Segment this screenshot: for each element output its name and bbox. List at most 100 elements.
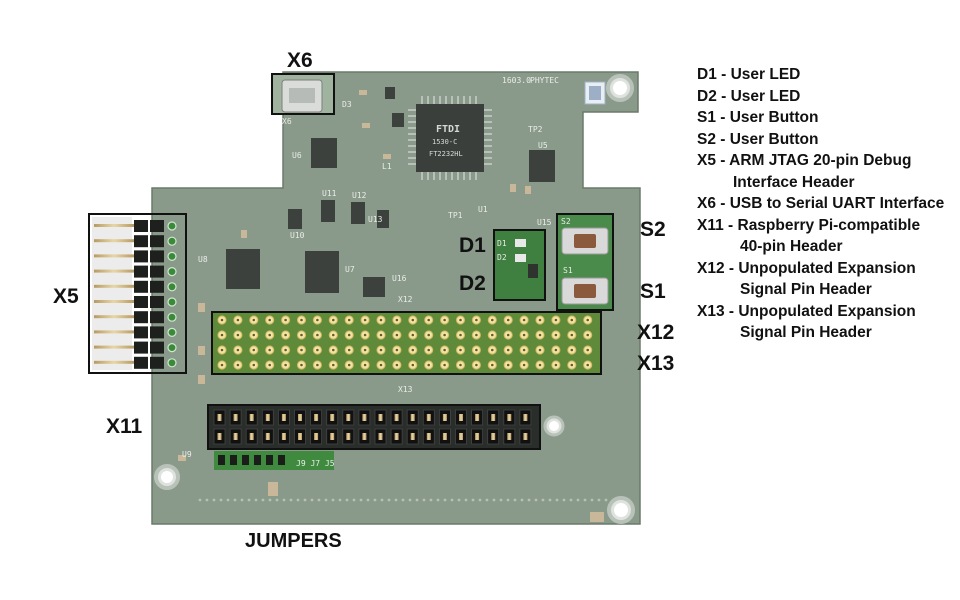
expansion-pad-hole xyxy=(363,348,367,352)
expansion-pad-hole xyxy=(570,318,574,322)
silk-dot xyxy=(604,498,608,502)
silk-dot xyxy=(226,498,230,502)
expansion-pad-hole xyxy=(379,363,383,367)
label-s1: S1 xyxy=(640,280,666,303)
jtag-pin-body xyxy=(134,356,148,369)
silk-dot xyxy=(268,498,272,502)
silk-dot xyxy=(338,498,342,502)
silk-dot xyxy=(534,498,538,502)
silk-dot xyxy=(457,498,461,502)
header-pin xyxy=(378,433,383,440)
expansion-pad-hole xyxy=(522,333,526,337)
silk-dot xyxy=(296,498,300,502)
header-pin xyxy=(249,414,254,421)
silk-dot xyxy=(569,498,573,502)
jtag-pad xyxy=(167,236,177,246)
expansion-pad-hole xyxy=(491,348,494,352)
legend-text: D1 - User LED xyxy=(697,66,801,83)
silk-dot xyxy=(198,498,202,502)
jtag-pin-body xyxy=(150,326,164,339)
silk-dot xyxy=(562,498,566,502)
legend-item-x5: X5 - ARM JTAG 20-pin Debug Interface Hea… xyxy=(697,150,959,193)
expansion-pad-hole xyxy=(443,348,446,352)
label-s2: S2 xyxy=(640,218,666,241)
legend-text: D2 - User LED xyxy=(697,87,801,105)
silk-dot xyxy=(275,498,279,502)
silk-tp2: TP2 xyxy=(528,125,543,134)
expansion-pad-hole xyxy=(395,318,399,322)
silk-u15: U15 xyxy=(537,218,552,227)
jtag-pin-body xyxy=(134,280,148,293)
header-pin xyxy=(265,433,270,440)
expansion-pad-hole xyxy=(586,333,589,337)
jtag-pin-body xyxy=(150,250,164,263)
expansion-pad-hole xyxy=(443,363,446,367)
header-pin xyxy=(298,414,302,421)
expansion-pad-hole xyxy=(395,348,399,352)
silk-dot xyxy=(261,498,265,502)
jtag-pin-lead xyxy=(94,360,134,364)
silk-dot xyxy=(247,498,251,502)
expansion-pad-hole xyxy=(554,318,558,322)
label-x13: X13 xyxy=(637,352,675,375)
silk-dot xyxy=(450,498,454,502)
jtag-pad xyxy=(167,282,177,292)
header-pin xyxy=(394,414,399,421)
silk-dot xyxy=(303,498,307,502)
silk-dot xyxy=(429,498,433,502)
header-pin xyxy=(330,433,335,440)
jtag-pin-body xyxy=(150,280,164,293)
legend-text: X12 - Unpopulated Expansion xyxy=(697,259,916,277)
silk-dot xyxy=(583,498,587,502)
silk-dot xyxy=(310,498,314,502)
legend-text: X5 - ARM JTAG 20-pin Debug xyxy=(697,152,912,169)
silk-dot xyxy=(492,498,496,502)
jtag-pin-body xyxy=(134,235,148,248)
header-pin xyxy=(459,414,463,421)
header-pin xyxy=(346,433,351,440)
jtag-pin-body xyxy=(150,235,164,248)
jtag-pad xyxy=(167,327,177,337)
silk-dot xyxy=(576,498,580,502)
silk-u1: U1 xyxy=(478,205,488,214)
header-pin xyxy=(442,414,447,421)
header-pin xyxy=(507,414,512,421)
expansion-pad-hole xyxy=(491,363,494,367)
silk-dot xyxy=(254,498,258,502)
silk-dot xyxy=(359,498,363,502)
label-jumpers: JUMPERS xyxy=(245,530,342,552)
expansion-pad-hole xyxy=(236,363,240,367)
header-pin xyxy=(362,414,367,421)
expansion-pad-hole xyxy=(586,318,589,322)
expansion-pad-hole xyxy=(522,348,526,352)
expansion-pad-hole xyxy=(570,348,574,352)
header-pin xyxy=(233,414,238,421)
silk-u11: U11 xyxy=(322,189,337,198)
jtag-pin-body xyxy=(150,341,164,354)
jtag-pin-lead xyxy=(94,254,134,258)
silk-dot xyxy=(527,498,531,502)
expansion-pad-hole xyxy=(300,363,303,367)
expansion-pad-hole xyxy=(475,348,478,352)
expansion-pad-hole xyxy=(300,348,303,352)
legend-item-s1: S1 - User Button xyxy=(697,107,959,129)
jumper-pin xyxy=(266,455,273,465)
x5-jtag-header xyxy=(88,213,187,374)
jumper-pin xyxy=(218,455,225,465)
header-pin xyxy=(410,433,415,440)
silk-dot xyxy=(324,498,328,502)
silk-x6: X6 xyxy=(282,117,292,126)
jumper-pin xyxy=(242,455,249,465)
header-pin xyxy=(281,433,286,440)
jtag-pin-lead xyxy=(94,284,134,288)
silk-dot xyxy=(205,498,209,502)
jtag-pin-body xyxy=(150,311,164,324)
expansion-pad-hole xyxy=(379,333,383,337)
expansion-pad-hole xyxy=(252,318,256,322)
expansion-pad-hole xyxy=(538,348,542,352)
silk-dot xyxy=(373,498,377,502)
expansion-pad-hole xyxy=(316,348,319,352)
expansion-pad-hole xyxy=(427,348,431,352)
expansion-pad-hole xyxy=(316,318,319,322)
header-pin xyxy=(459,433,463,440)
